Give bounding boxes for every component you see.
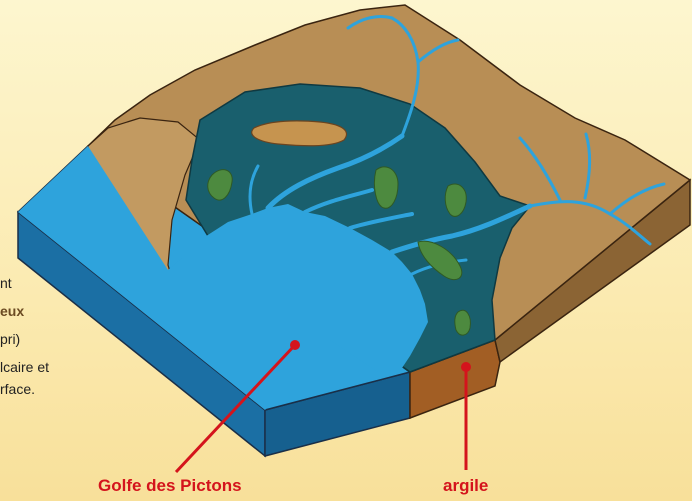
gulf-label: Golfe des Pictons	[98, 476, 242, 496]
gulf-pointer-dot	[290, 340, 300, 350]
clay-pointer-dot	[461, 362, 471, 372]
side-text-line-2: eux	[0, 302, 24, 320]
side-text-line-5: rface.	[0, 380, 35, 398]
side-text-line-1: nt	[0, 274, 12, 292]
sand-island	[252, 121, 347, 146]
clay-label: argile	[443, 476, 488, 496]
side-text-line-4: lcaire et	[0, 358, 49, 376]
side-text-line-3: pri)	[0, 330, 20, 348]
